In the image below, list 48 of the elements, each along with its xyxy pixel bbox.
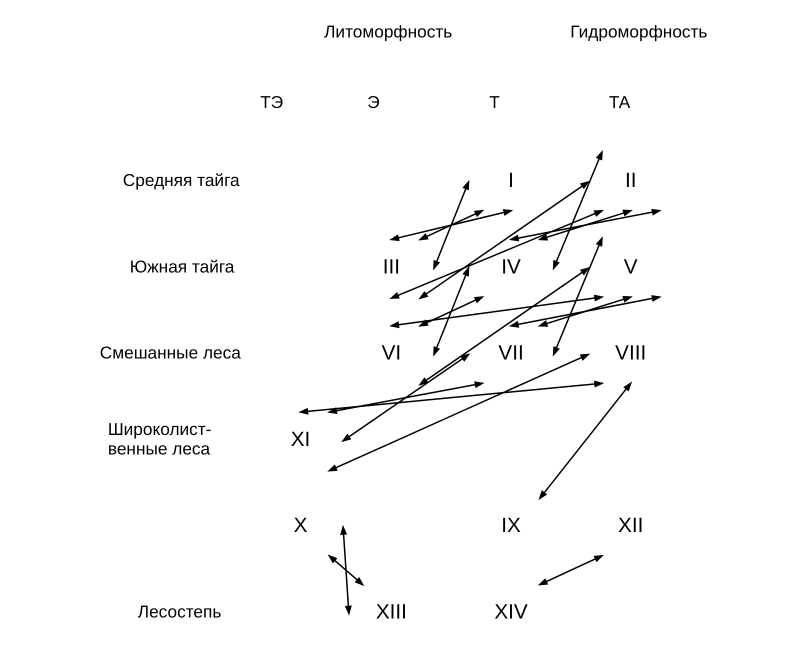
label: Гидроморфность — [570, 22, 707, 42]
node-text: II — [624, 169, 636, 192]
arrow — [326, 354, 590, 472]
label: Средняя тайга — [122, 170, 240, 190]
node-text: V — [623, 255, 638, 278]
label: ТА — [608, 92, 630, 112]
arrow — [537, 210, 632, 240]
node-text: VIII — [614, 342, 646, 365]
arrow — [388, 294, 604, 328]
arrow — [432, 266, 469, 357]
arrow — [388, 210, 604, 300]
node-text: X — [293, 514, 307, 538]
node-text: VII — [498, 342, 524, 365]
label: Лесостепь — [137, 601, 221, 622]
label: Т — [488, 92, 500, 112]
arrow — [538, 382, 632, 500]
node-text: XIV — [494, 600, 528, 624]
arrow — [388, 209, 513, 242]
arrow — [552, 236, 602, 357]
arrow — [508, 295, 662, 328]
arrow — [418, 180, 590, 300]
label: Смешанные леса — [99, 342, 240, 363]
arrow — [340, 524, 352, 616]
arrow — [327, 554, 364, 586]
node-text: IX — [500, 514, 520, 538]
label: Южная тайга — [129, 256, 234, 276]
arrow — [508, 208, 662, 242]
arrow — [418, 266, 590, 386]
node-text: IV — [500, 255, 520, 278]
label: Литоморфность — [324, 22, 452, 42]
node-text: III — [382, 255, 400, 278]
label: Широколист- венные леса — [107, 419, 211, 459]
arrow — [298, 380, 604, 415]
arrow — [418, 210, 484, 240]
arrow — [340, 353, 470, 442]
node-text: XI — [290, 428, 310, 451]
arrow — [418, 296, 484, 327]
label: ТЭ — [260, 92, 283, 112]
label: Э — [366, 92, 380, 112]
arrow — [537, 296, 632, 327]
node-text: XII — [618, 514, 643, 538]
node-text: I — [508, 169, 514, 192]
arrow — [432, 180, 469, 270]
node-text: VI — [381, 342, 401, 365]
node-text: XIII — [375, 600, 406, 624]
arrow — [552, 150, 602, 270]
arrow — [326, 381, 484, 414]
arrow — [537, 554, 604, 586]
